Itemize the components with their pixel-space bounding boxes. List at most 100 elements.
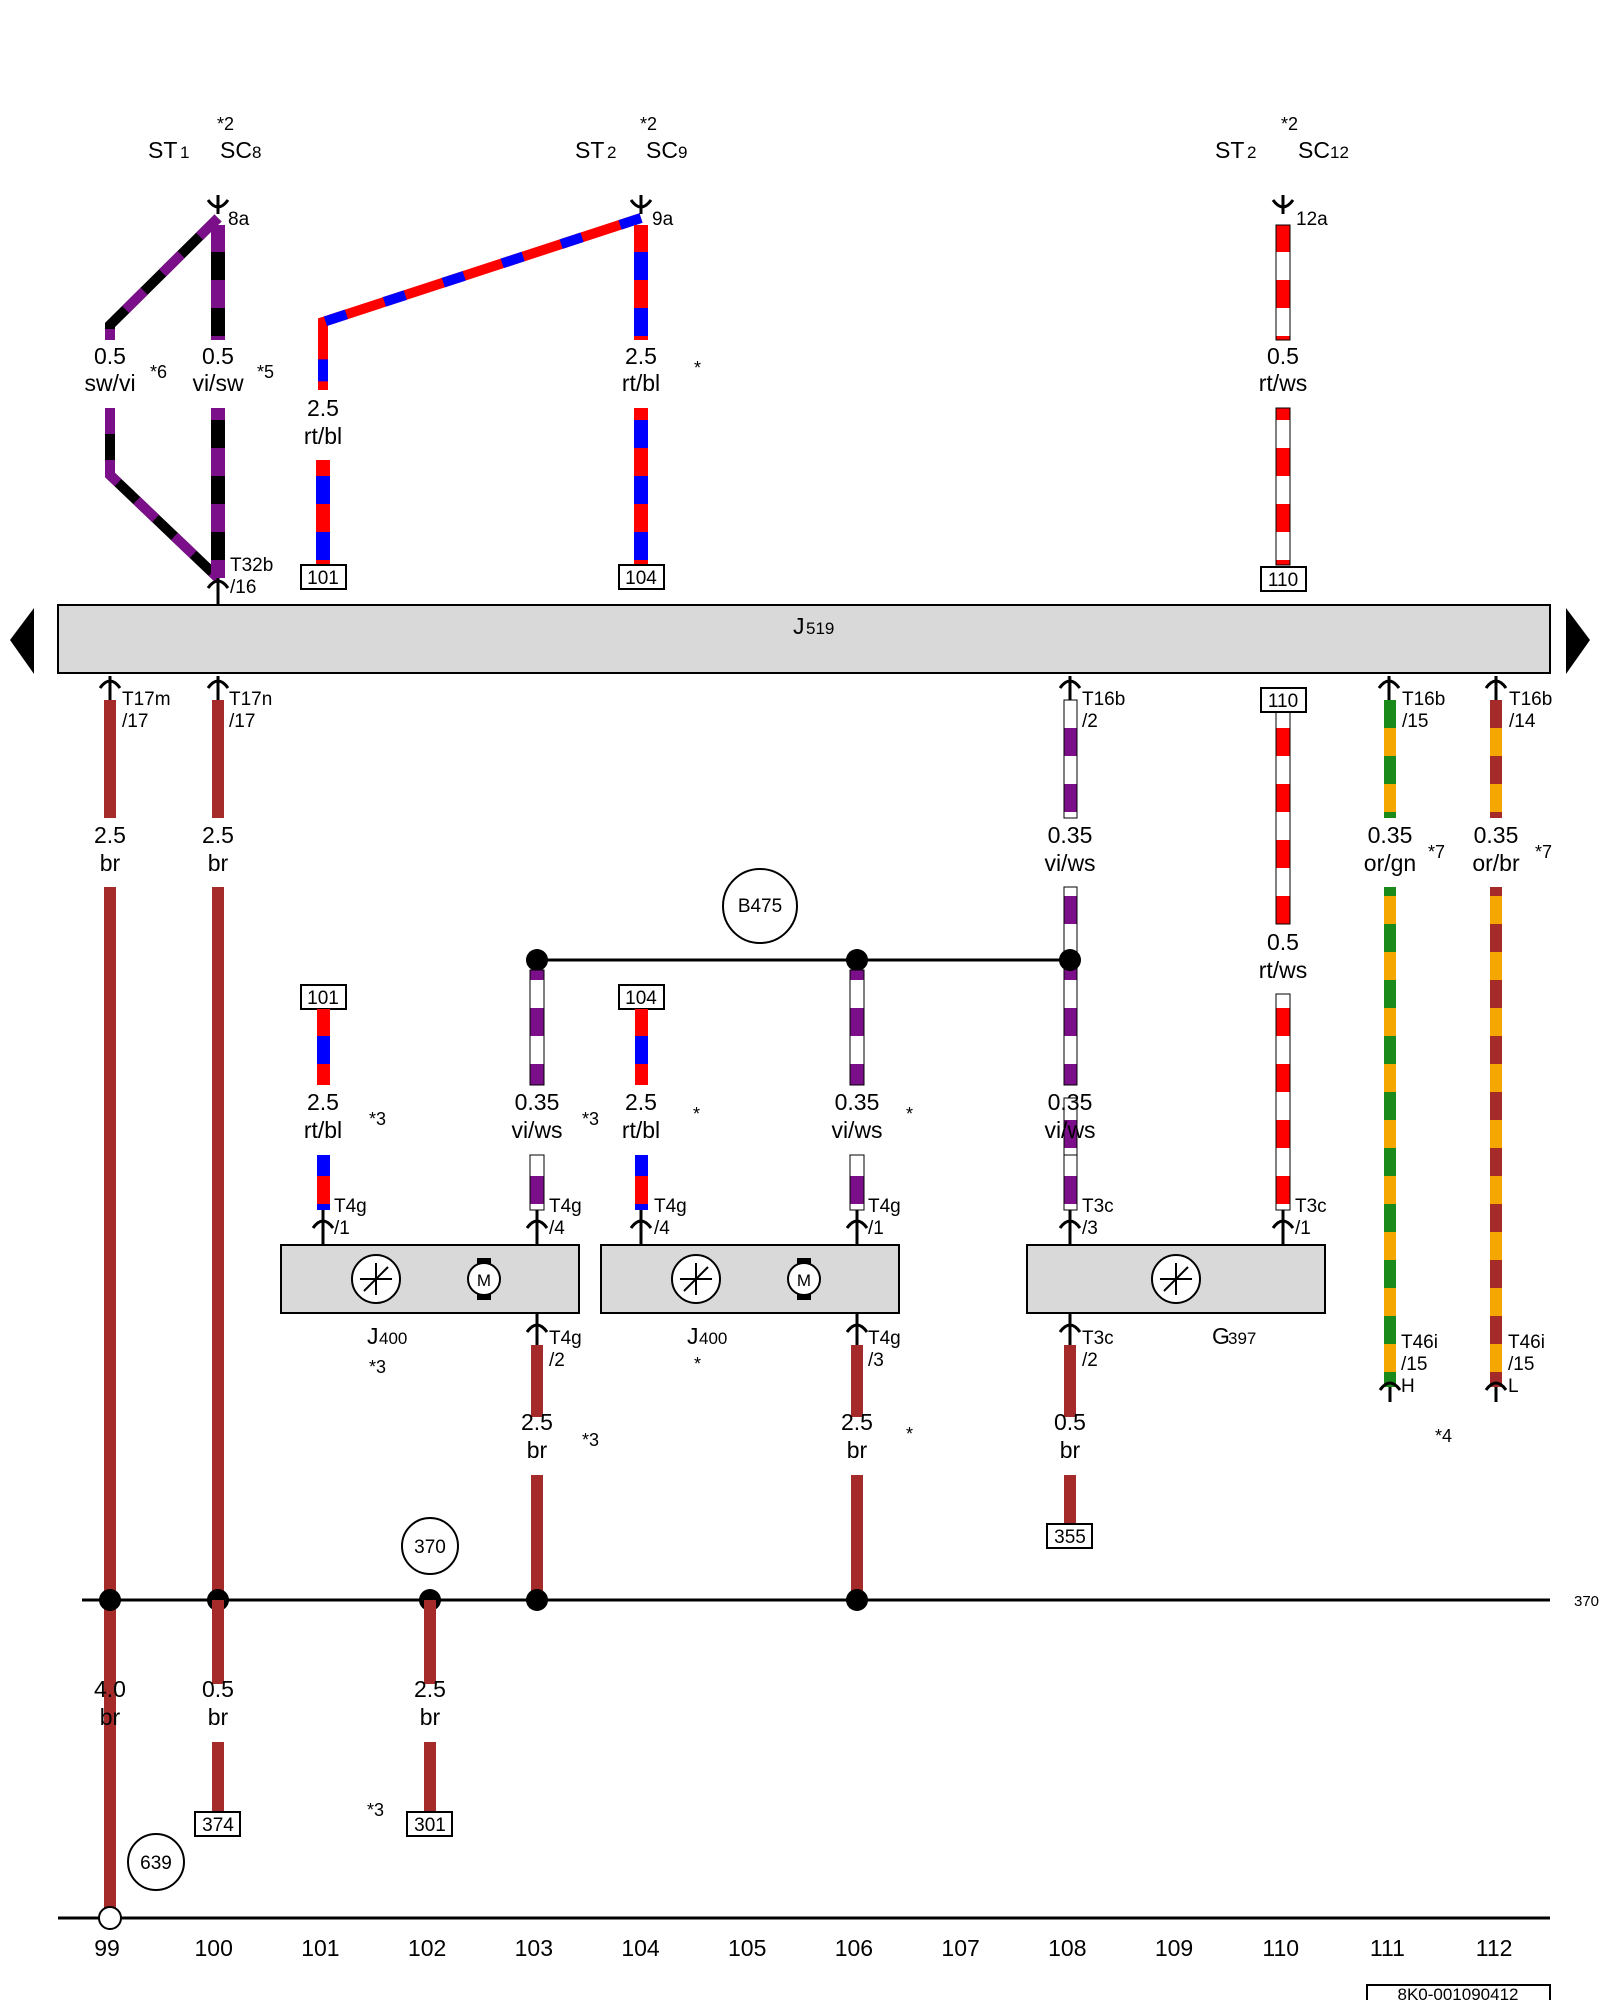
ground-terminal-icon — [98, 1906, 122, 1930]
ref-box: 355 — [1054, 1527, 1086, 1548]
connector-pin: /1 — [868, 1218, 884, 1239]
wire-vi-ws — [1063, 699, 1078, 819]
component-label: J — [367, 1323, 379, 1349]
connector-pin: /2 — [1082, 1350, 1098, 1371]
footnote-marker: *7 — [1428, 842, 1445, 862]
wire-rt-bl — [635, 1009, 648, 1085]
wire-size: 2.5 — [94, 822, 126, 848]
wire-br — [424, 1742, 436, 1812]
wire-color: rt/bl — [622, 1117, 660, 1143]
wire-color: rt/bl — [622, 370, 660, 396]
wire-color: br — [420, 1704, 441, 1730]
top-wire-labels: 0.5 sw/vi 0.5 vi/sw 2.5 rt/bl 2.5 rt/bl … — [84, 343, 1307, 449]
connector-pin: /3 — [1082, 1218, 1098, 1239]
wire-rt-bl — [635, 1155, 648, 1210]
connection-label: 370 — [414, 1537, 446, 1558]
connection-label: B475 — [738, 896, 782, 917]
connector-pin: /15 — [1401, 1354, 1427, 1375]
connector-pin: /15 — [1402, 711, 1428, 732]
fuse-st-label: ST — [148, 137, 177, 163]
junction-dot — [846, 1589, 868, 1611]
wire-color: or/gn — [1364, 850, 1416, 876]
wire-vi-ws — [529, 969, 545, 1086]
connector-label: T46i — [1401, 1332, 1438, 1353]
footnote-marker: *3 — [582, 1430, 599, 1450]
connector-pin: /4 — [654, 1218, 670, 1239]
wire-br — [1064, 1345, 1076, 1417]
connector-pin: /14 — [1509, 711, 1536, 732]
ref-box-frame — [194, 1811, 241, 1837]
wire-br — [104, 700, 116, 818]
wire-br — [1064, 1475, 1076, 1525]
j400-component: M — [600, 1244, 900, 1314]
connector-label: T4g — [868, 1196, 901, 1217]
connector-pin: /2 — [549, 1350, 565, 1371]
wire-color: rt/ws — [1259, 957, 1308, 983]
fuse-sc-sub: 8 — [252, 143, 261, 162]
fuse-sc-label: SC — [1298, 137, 1330, 163]
fuse-pin: 12a — [1296, 209, 1328, 230]
column-number: 100 — [195, 1935, 233, 1961]
wire-size: 0.35 — [515, 1089, 560, 1115]
wire-br — [212, 887, 224, 1601]
wire-color: vi/ws — [511, 1117, 562, 1143]
connector-pin: /15 — [1508, 1354, 1534, 1375]
wire-vi-ws — [849, 1154, 865, 1211]
wire-vi-ws — [1063, 1154, 1078, 1211]
page-prev-arrow-icon[interactable] — [10, 608, 34, 674]
circle-639 — [127, 1833, 185, 1891]
footnote-marker: *3 — [582, 1109, 599, 1129]
wire-vi-sw — [211, 225, 225, 340]
column-number: 101 — [301, 1935, 339, 1961]
ref-box-frame — [406, 1811, 453, 1837]
fuse-st-label: ST — [575, 137, 604, 163]
fuse-note: *2 — [217, 114, 234, 134]
wire-or-br — [1490, 887, 1502, 1387]
wire-br — [851, 1345, 863, 1417]
header-labels: *2 ST 1 SC 8 *2 ST 2 SC 9 *2 ST 2 SC 12 — [148, 114, 1349, 163]
wire-or-gn — [1384, 887, 1396, 1387]
footnote-marker: *5 — [257, 362, 274, 382]
g397-component — [1026, 1244, 1326, 1314]
wire-size: 0.35 — [835, 1089, 880, 1115]
wire-br — [424, 1600, 436, 1684]
wire-size: 0.35 — [1368, 822, 1413, 848]
wire-size: 0.5 — [94, 343, 126, 369]
wire-color: br — [208, 1704, 229, 1730]
column-number: 105 — [728, 1935, 766, 1961]
junction-dot — [846, 949, 868, 971]
j400-component: M — [280, 1244, 580, 1314]
wire-size: 0.35 — [1474, 822, 1519, 848]
wire-br — [104, 887, 116, 1917]
wire-size: 2.5 — [841, 1409, 873, 1435]
wire-or-gn — [1384, 700, 1396, 818]
wire-size: 2.5 — [625, 1089, 657, 1115]
wire-size: 2.5 — [307, 1089, 339, 1115]
wire-size: 2.5 — [625, 343, 657, 369]
lower-wire-labels: 2.5 br 2.5 br 0.5 br — [521, 1409, 1086, 1463]
footnote-marker: *6 — [150, 362, 167, 382]
circle-370 — [401, 1517, 459, 1575]
footnote-marker: * — [906, 1104, 913, 1124]
ref-box: 110 — [1268, 570, 1298, 591]
j519-bottom-connectors — [98, 676, 1508, 700]
bottom-wire-labels: 4.0 br 0.5 br 2.5 br — [94, 1676, 446, 1730]
footnote-marker: *3 — [367, 1800, 384, 1820]
wire-rt-ws — [1275, 711, 1291, 925]
wire-color: vi/ws — [1044, 850, 1095, 876]
connector-label: T16b — [1082, 689, 1125, 710]
footnote-marker: *7 — [1535, 842, 1552, 862]
connector-pin: /17 — [229, 711, 255, 732]
component-label: G — [1212, 1323, 1230, 1349]
connector-label: T3c — [1082, 1196, 1114, 1217]
wire-color: rt/bl — [304, 1117, 342, 1143]
column-number: 109 — [1155, 1935, 1193, 1961]
wire-br — [212, 1600, 224, 1684]
connector-pin: /1 — [334, 1218, 350, 1239]
connector-pin: /4 — [549, 1218, 565, 1239]
wire-color: br — [208, 850, 229, 876]
page-next-arrow-icon[interactable] — [1566, 608, 1590, 674]
ref-box: 110 — [1268, 691, 1298, 712]
motor-glyph: M — [477, 1271, 491, 1290]
column-number: 106 — [835, 1935, 873, 1961]
